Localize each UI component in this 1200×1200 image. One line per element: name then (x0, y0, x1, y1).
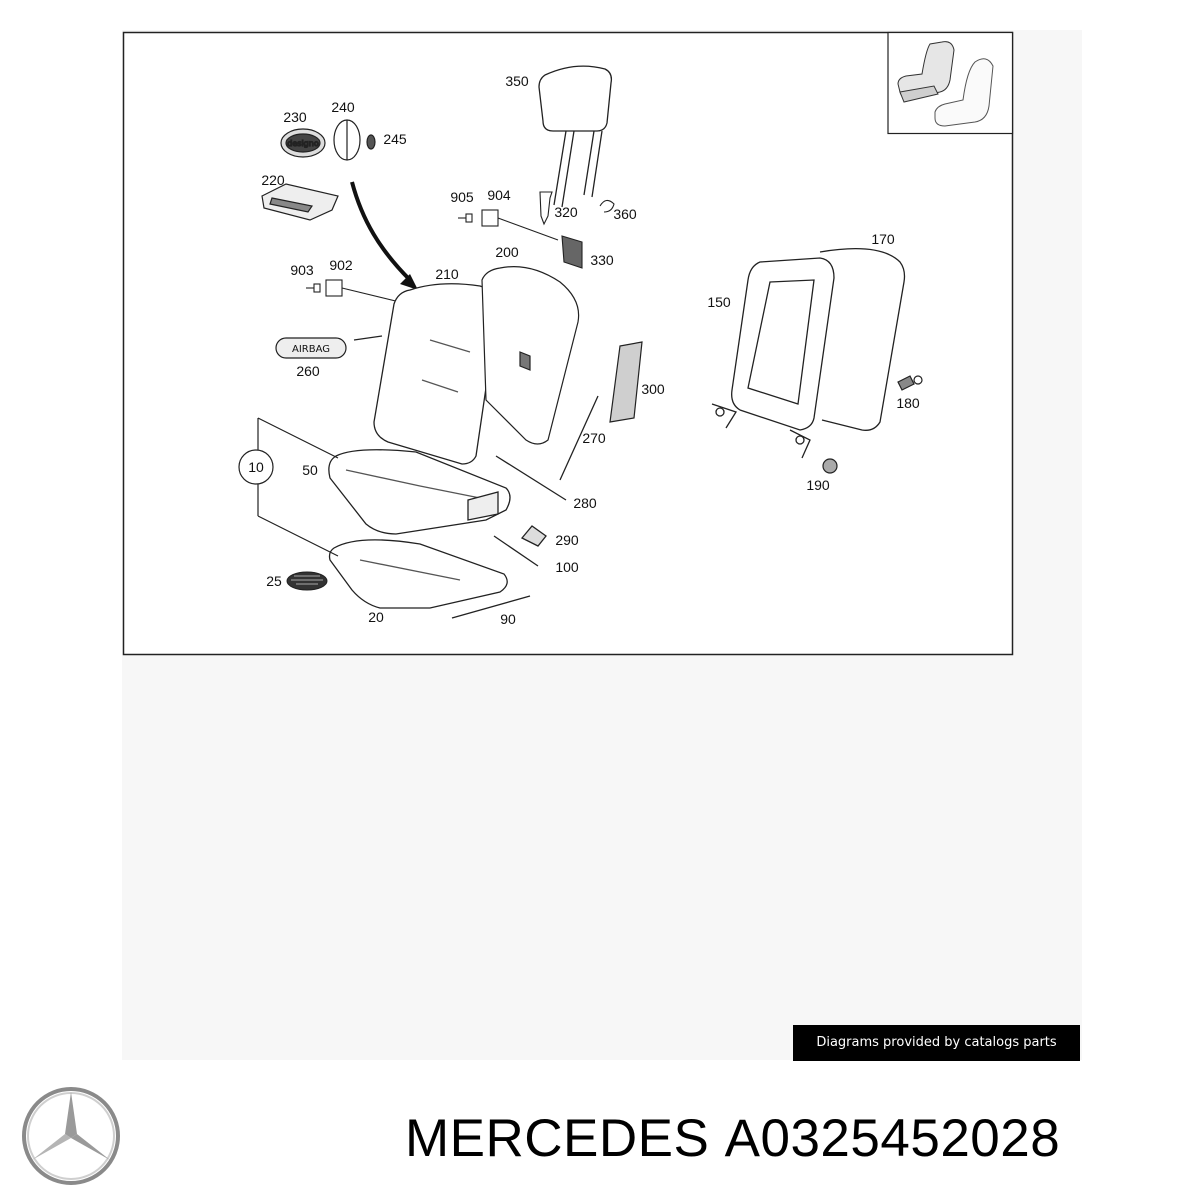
callout-210: 210 (435, 266, 459, 282)
callout-100: 100 (555, 559, 579, 575)
product-title: MERCEDES A0325452028 (405, 1108, 1060, 1174)
callout-290: 290 (555, 532, 579, 548)
callout-90: 90 (500, 611, 516, 627)
part-seat-pad (328, 539, 508, 609)
callout-180: 180 (896, 395, 920, 411)
part-bracket (261, 183, 339, 221)
callout-360: 360 (613, 206, 637, 222)
part-backrest-pad (481, 266, 580, 445)
callout-170: 170 (871, 231, 895, 247)
callout-240: 240 (331, 99, 355, 115)
callout-270: 270 (582, 430, 606, 446)
part-small-rods (451, 525, 547, 619)
airbag-text: AIRBAG (292, 344, 330, 355)
part-guides (539, 191, 615, 269)
callout-300: 300 (641, 381, 665, 397)
callout-904: 904 (487, 187, 511, 203)
part-seat-frame (711, 248, 906, 459)
mercedes-star-logo (22, 1087, 120, 1185)
callout-25: 25 (266, 573, 282, 589)
callout-320: 320 (554, 204, 578, 220)
part-backrest-cover (353, 283, 499, 465)
watermark-banner: Diagrams provided by catalogs parts (793, 1025, 1080, 1061)
part-airbag-label: AIRBAG (275, 337, 347, 359)
callout-labels: 350 240 230 245 220 905 904 320 360 330 200 903 902 2… (248, 73, 920, 627)
callout-150: 150 (707, 294, 731, 310)
part-highlighted-trim (609, 341, 643, 423)
part-number: A0325452028 (724, 1109, 1061, 1168)
callout-20: 20 (368, 609, 384, 625)
assembly-arrow (350, 181, 418, 290)
callout-330: 330 (590, 252, 614, 268)
callout-280: 280 (573, 495, 597, 511)
callout-260: 260 (296, 363, 320, 379)
callout-902: 902 (329, 257, 353, 273)
part-fasteners (306, 209, 559, 306)
callout-245: 245 (383, 131, 407, 147)
callout-190: 190 (806, 477, 830, 493)
seat-parts-diagram: designo (122, 31, 1014, 656)
callout-10: 10 (248, 459, 264, 475)
callout-200: 200 (495, 244, 519, 260)
emblem-text: designo (287, 139, 319, 148)
part-seat-cover (328, 449, 511, 535)
part-rods (495, 395, 599, 501)
callout-903: 903 (290, 262, 314, 278)
part-mesh-pad (286, 571, 328, 591)
part-headrest (538, 65, 613, 208)
callout-50: 50 (302, 462, 318, 478)
callout-905: 905 (450, 189, 474, 205)
callout-220: 220 (261, 172, 285, 188)
group-bracket (238, 417, 339, 557)
callout-350: 350 (505, 73, 529, 89)
brand-name: MERCEDES (405, 1109, 710, 1168)
seat-thumbnail-inset (887, 31, 1014, 135)
callout-230: 230 (283, 109, 307, 125)
part-emblem: designo (280, 119, 376, 161)
part-screws (822, 375, 923, 474)
